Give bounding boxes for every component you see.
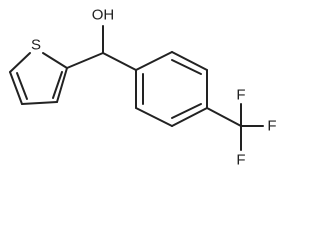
benzene-ring	[135, 51, 208, 127]
bond-carbinol-phenyl	[102, 52, 137, 71]
bond-ar1-ar2	[135, 51, 173, 71]
fluorine-right-label: F	[267, 118, 276, 135]
bond-ar4-ar5	[171, 107, 208, 127]
thiophene-ring	[9, 52, 68, 105]
trifluoromethyl-group	[206, 103, 264, 151]
bond-ar4-cf3	[206, 107, 242, 127]
fluorine-top-label: F	[236, 87, 245, 104]
bond-c4-s	[9, 52, 31, 73]
molecule-structure: S OH F F F	[9, 7, 277, 169]
bond-c3-c4	[9, 71, 23, 105]
bond-ar4-ar5-double	[171, 103, 202, 119]
fluorine-bottom-label: F	[236, 152, 245, 169]
bond-s-c1	[42, 52, 68, 69]
bond-ar2-ar3-double	[171, 59, 202, 75]
hydroxyl-label: OH	[92, 7, 115, 24]
bond-c1-carbinol	[66, 52, 104, 69]
bond-ar5-ar6	[135, 107, 173, 127]
bond-ar2-ar3	[171, 51, 208, 71]
bond-c1-c2	[56, 67, 68, 103]
sulfur-atom-label: S	[31, 37, 41, 54]
bond-c1-c2-double	[52, 71, 63, 99]
bond-c3-c4-double	[16, 72, 28, 100]
bond-c2-c3	[21, 101, 58, 105]
carbinol-center	[66, 25, 137, 71]
